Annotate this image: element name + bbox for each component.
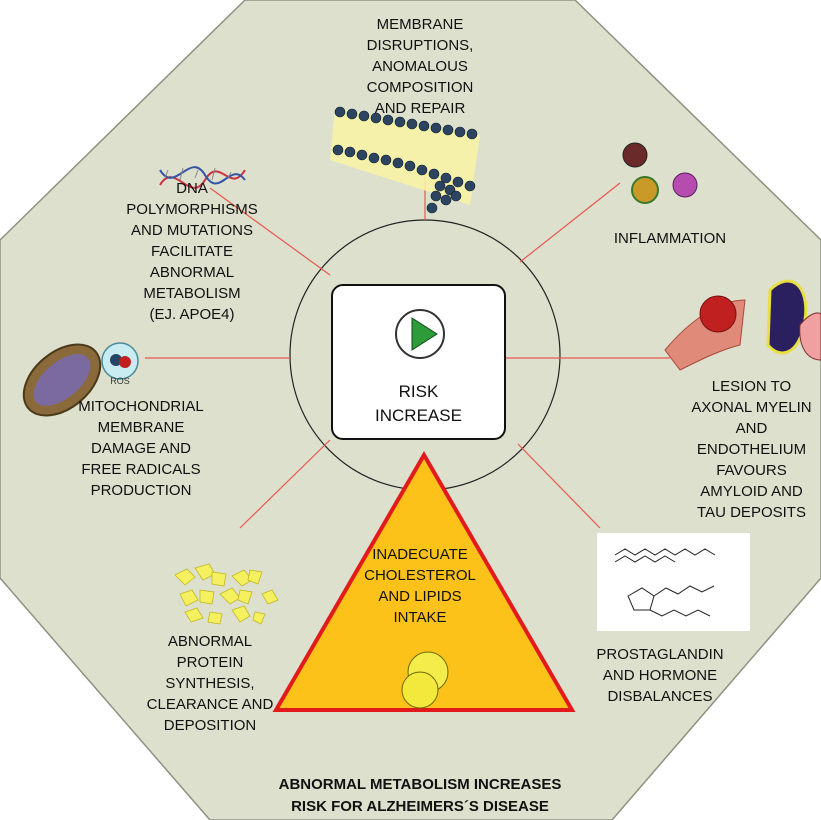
connector-prostaglandin bbox=[517, 443, 601, 529]
dna-label: DNA POLYMORPHISMS AND MUTATIONS FACILITA… bbox=[126, 180, 258, 323]
connector-inflammation bbox=[519, 182, 621, 263]
dna-helix-icon bbox=[159, 166, 246, 189]
connector-lines bbox=[145, 170, 670, 529]
prostaglandin-structure-icon bbox=[597, 533, 750, 631]
play-icon-svg bbox=[395, 309, 445, 359]
protein-label: ABNORMAL PROTEIN SYNTHESIS, CLEARANCE AN… bbox=[146, 633, 274, 734]
diagram-title: ABNORMAL METABOLISM INCREASES RISK FOR A… bbox=[278, 776, 562, 815]
inflammation-label: INFLAMMATION bbox=[613, 230, 727, 247]
mitochondria-icon bbox=[22, 343, 102, 417]
risk-increase-box: RISK INCREASE bbox=[331, 284, 506, 440]
immune-cells-icon bbox=[622, 142, 698, 204]
mitochondrial-label: MITOCHONDRIAL MEMBRANE DAMAGE AND FREE R… bbox=[78, 398, 204, 499]
prostaglandin-label: PROSTAGLANDIN AND HORMONE DISBALANCES bbox=[596, 646, 724, 705]
lipid-droplet-icon bbox=[401, 671, 439, 709]
ros-icon bbox=[101, 342, 139, 380]
risk-increase-label: RISK INCREASE bbox=[375, 382, 462, 425]
protein-aggregates-icon bbox=[174, 563, 279, 625]
cholesterol-triangle bbox=[272, 451, 576, 712]
ros-label: ROS bbox=[110, 376, 130, 386]
blood-vessel-icon bbox=[664, 279, 821, 371]
lesion-label: LESION TO AXONAL MYELIN AND ENDOTHELIUM … bbox=[691, 378, 812, 521]
cholesterol-label: INADECUATE CHOLESTEROL AND LIPIDS INTAKE bbox=[364, 546, 476, 626]
membrane-bilayer-icon bbox=[330, 106, 480, 214]
connector-protein bbox=[239, 439, 331, 529]
play-icon bbox=[411, 317, 438, 351]
membrane-label: MEMBRANE DISRUPTIONS, ANOMALOUS COMPOSIT… bbox=[366, 16, 474, 117]
connector-dna bbox=[209, 187, 331, 276]
